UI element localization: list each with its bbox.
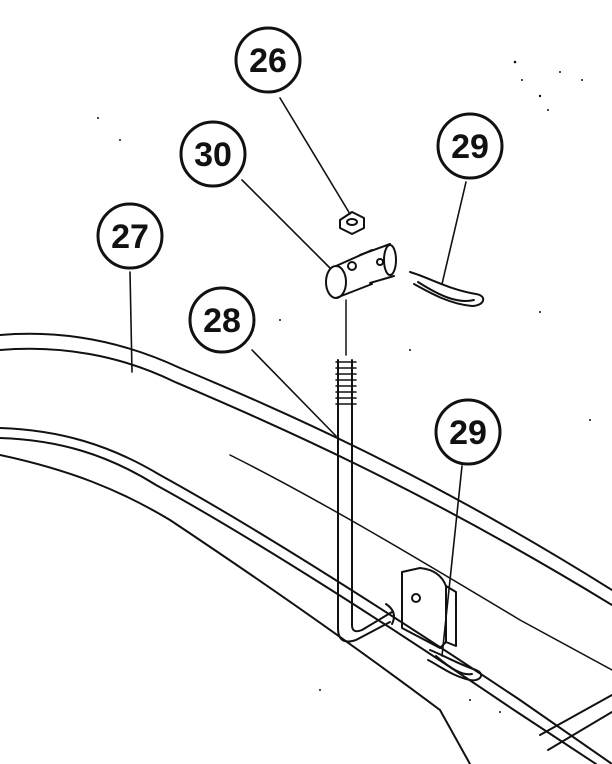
callout-30-label: 30: [194, 136, 232, 174]
callout-29-upper-label: 29: [451, 128, 489, 166]
cotter-pin-lower: [427, 649, 483, 682]
callout-26: 26: [234, 26, 302, 94]
callout-28: 28: [188, 286, 256, 354]
linkage-rod: [335, 299, 395, 643]
frame-rail: [0, 332, 612, 764]
callout-30: 30: [179, 120, 247, 188]
callout-27: 27: [96, 202, 164, 270]
callout-28-label: 28: [203, 302, 241, 340]
callout-29-upper: 29: [436, 112, 504, 180]
callout-29-lower-label: 29: [449, 414, 487, 452]
leader-lines: [129, 97, 467, 657]
speckles: [97, 60, 591, 713]
nut: [339, 211, 365, 235]
swivel: [325, 243, 397, 299]
callout-26-label: 26: [249, 42, 287, 80]
callout-29-lower: 29: [434, 398, 502, 466]
cotter-pin-upper: [409, 271, 485, 307]
mounting-bracket: [401, 567, 457, 649]
callout-27-label: 27: [111, 218, 149, 256]
